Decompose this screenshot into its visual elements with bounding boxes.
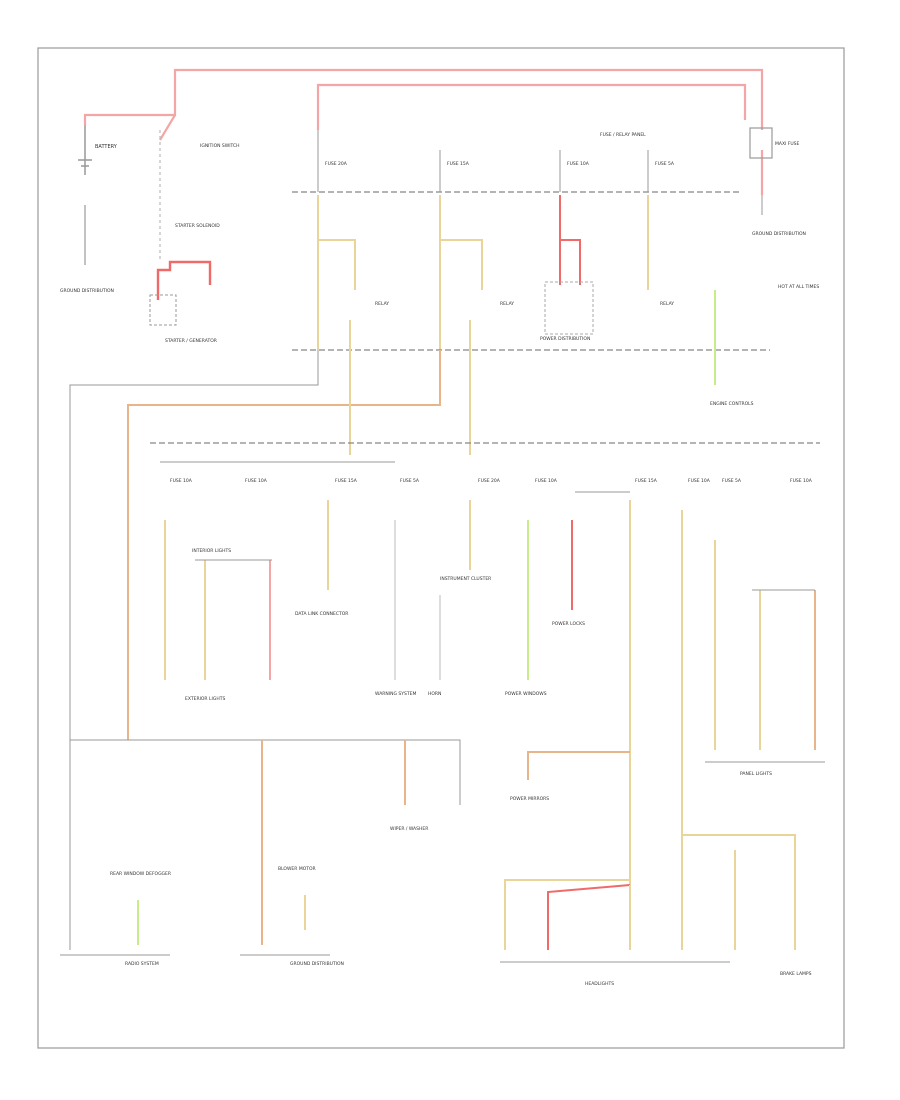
- blower-motor-label: BLOWER MOTOR: [278, 866, 316, 872]
- branch-wires: [164, 500, 816, 950]
- power-distribution-label: POWER DISTRIBUTION: [540, 336, 590, 342]
- exterior-lights-label: EXTERIOR LIGHTS: [185, 696, 225, 702]
- branch-fuse-5: FUSE 20A: [478, 478, 501, 484]
- ground-label-top-right: GROUND DISTRIBUTION: [752, 231, 806, 237]
- branch-fuse-2: FUSE 10A: [245, 478, 268, 484]
- branch-fuse-9: FUSE 5A: [722, 478, 742, 484]
- relay-label-2: RELAY: [500, 301, 514, 307]
- relay-label-3: RELAY: [660, 301, 674, 307]
- branch-fuse-3: FUSE 15A: [335, 478, 358, 484]
- battery-label: BATTERY: [95, 144, 118, 150]
- fuse-label-2: FUSE 15A: [447, 161, 470, 167]
- relay-section-wires: [317, 195, 649, 350]
- wipers-label: WIPER / WASHER: [390, 826, 428, 832]
- rear-defogger-label: REAR WINDOW DEFOGGER: [110, 871, 171, 877]
- headlights-label: HEADLIGHTS: [585, 981, 614, 987]
- lower-wires: [137, 740, 796, 950]
- ground-dist-label: GROUND DISTRIBUTION: [290, 961, 344, 967]
- diagram-frame: [37, 47, 845, 1049]
- branch-fuse-7: FUSE 15A: [635, 478, 658, 484]
- main-feed-wires: [83, 68, 764, 195]
- battery: BATTERY GROUND DISTRIBUTION: [60, 125, 118, 294]
- interior-lights-label: INTERIOR LIGHTS: [192, 548, 231, 554]
- ignition-switch: IGNITION SWITCH STARTER SOLENOID: [159, 130, 240, 260]
- relay-label-1: RELAY: [375, 301, 389, 307]
- mirrors-label: POWER MIRRORS: [510, 796, 549, 802]
- brake-lamps-label: BRAKE LAMPS: [780, 971, 812, 977]
- instrument-cluster-label: INSTRUMENT CLUSTER: [440, 576, 491, 582]
- starter-generator-label: STARTER / GENERATOR: [165, 338, 217, 344]
- top-fuses: [317, 130, 649, 192]
- branch-fuse-4: FUSE 5A: [400, 478, 420, 484]
- engine-controls-label: ENGINE CONTROLS: [710, 401, 754, 407]
- ignition-switch-label: IGNITION SWITCH: [200, 143, 240, 149]
- power-windows-label: POWER WINDOWS: [505, 691, 547, 697]
- branch-fuse-10: FUSE 10A: [790, 478, 813, 484]
- maxi-fuse: MAXI FUSE GROUND DISTRIBUTION: [749, 127, 806, 237]
- starter-generator: STARTER / GENERATOR: [149, 260, 217, 344]
- power-locks-label: POWER LOCKS: [552, 621, 585, 627]
- fuse-relay-panel-label: FUSE / RELAY PANEL: [600, 132, 646, 138]
- left-distribution-wires: [69, 320, 471, 740]
- data-link-label: DATA LINK CONNECTOR: [295, 611, 348, 617]
- radio-system-label: RADIO SYSTEM: [125, 961, 159, 967]
- relay-box-3: [544, 281, 594, 335]
- fuse-label-4: FUSE 5A: [655, 161, 675, 167]
- starter-solenoid-label: STARTER SOLENOID: [175, 223, 220, 229]
- fuse-label-3: FUSE 10A: [567, 161, 590, 167]
- branch-fuse-6: FUSE 10A: [535, 478, 558, 484]
- branch-fuse-1: FUSE 10A: [170, 478, 193, 484]
- ground-label-left: GROUND DISTRIBUTION: [60, 288, 114, 294]
- horn-label: HORN: [428, 691, 441, 697]
- lower-ground-bus: [70, 739, 461, 805]
- branch-fuse-8: FUSE 10A: [688, 478, 711, 484]
- maxi-fuse-label: MAXI FUSE: [775, 141, 800, 147]
- panel-lights-label: PANEL LIGHTS: [740, 771, 772, 777]
- warning-system-label: WARNING SYSTEM: [375, 691, 416, 697]
- hot-at-all-times-label: HOT AT ALL TIMES: [778, 284, 819, 290]
- fuse-label-1: FUSE 20A: [325, 161, 348, 167]
